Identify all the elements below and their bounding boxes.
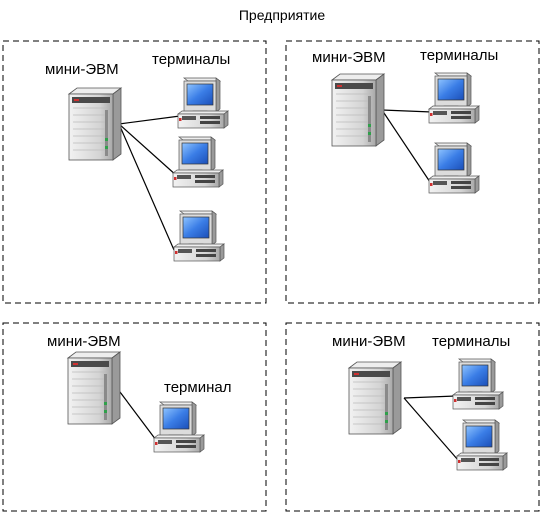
server-label: мини-ЭВМ	[312, 49, 386, 66]
mini-computer-server	[68, 87, 122, 161]
connection-line	[381, 109, 431, 183]
zone-top-left: мини-ЭВМ терминалы	[2, 40, 267, 304]
server-label: мини-ЭВМ	[332, 333, 406, 350]
zone-boundary	[285, 322, 540, 512]
mini-computer-server	[67, 351, 121, 425]
diagram-title: Предприятие	[239, 7, 325, 23]
terminal-computer	[456, 419, 508, 471]
terminal-label: терминал	[164, 379, 231, 396]
connection-line	[403, 395, 457, 399]
terminal-computer	[428, 72, 480, 124]
zone-bottom-left: мини-ЭВМ терминал	[2, 322, 267, 512]
terminals-label: терминалы	[152, 51, 230, 68]
zone-boundary	[2, 322, 267, 512]
connection-line	[118, 123, 178, 177]
terminals-label: терминалы	[420, 47, 498, 64]
connection-line	[116, 387, 157, 441]
connection-line	[403, 397, 459, 461]
terminal-computer	[177, 77, 229, 129]
server-label: мини-ЭВМ	[47, 333, 121, 350]
terminal-computer	[428, 142, 480, 194]
zone-boundary	[2, 40, 267, 304]
connection-line	[118, 115, 181, 125]
terminal-computer	[153, 401, 205, 453]
terminals-label: терминалы	[432, 333, 510, 350]
zone-boundary	[285, 40, 540, 304]
server-label: мини-ЭВМ	[45, 61, 119, 78]
zone-bottom-right: мини-ЭВМ терминалы	[285, 322, 540, 512]
mini-computer-server	[348, 361, 402, 435]
terminal-computer	[452, 358, 504, 410]
terminal-computer	[172, 136, 224, 188]
zone-top-right: мини-ЭВМ терминалы	[285, 40, 540, 304]
connection-line	[381, 109, 433, 113]
mini-computer-server	[331, 73, 385, 147]
connection-line	[118, 123, 175, 251]
terminal-computer	[173, 210, 225, 262]
